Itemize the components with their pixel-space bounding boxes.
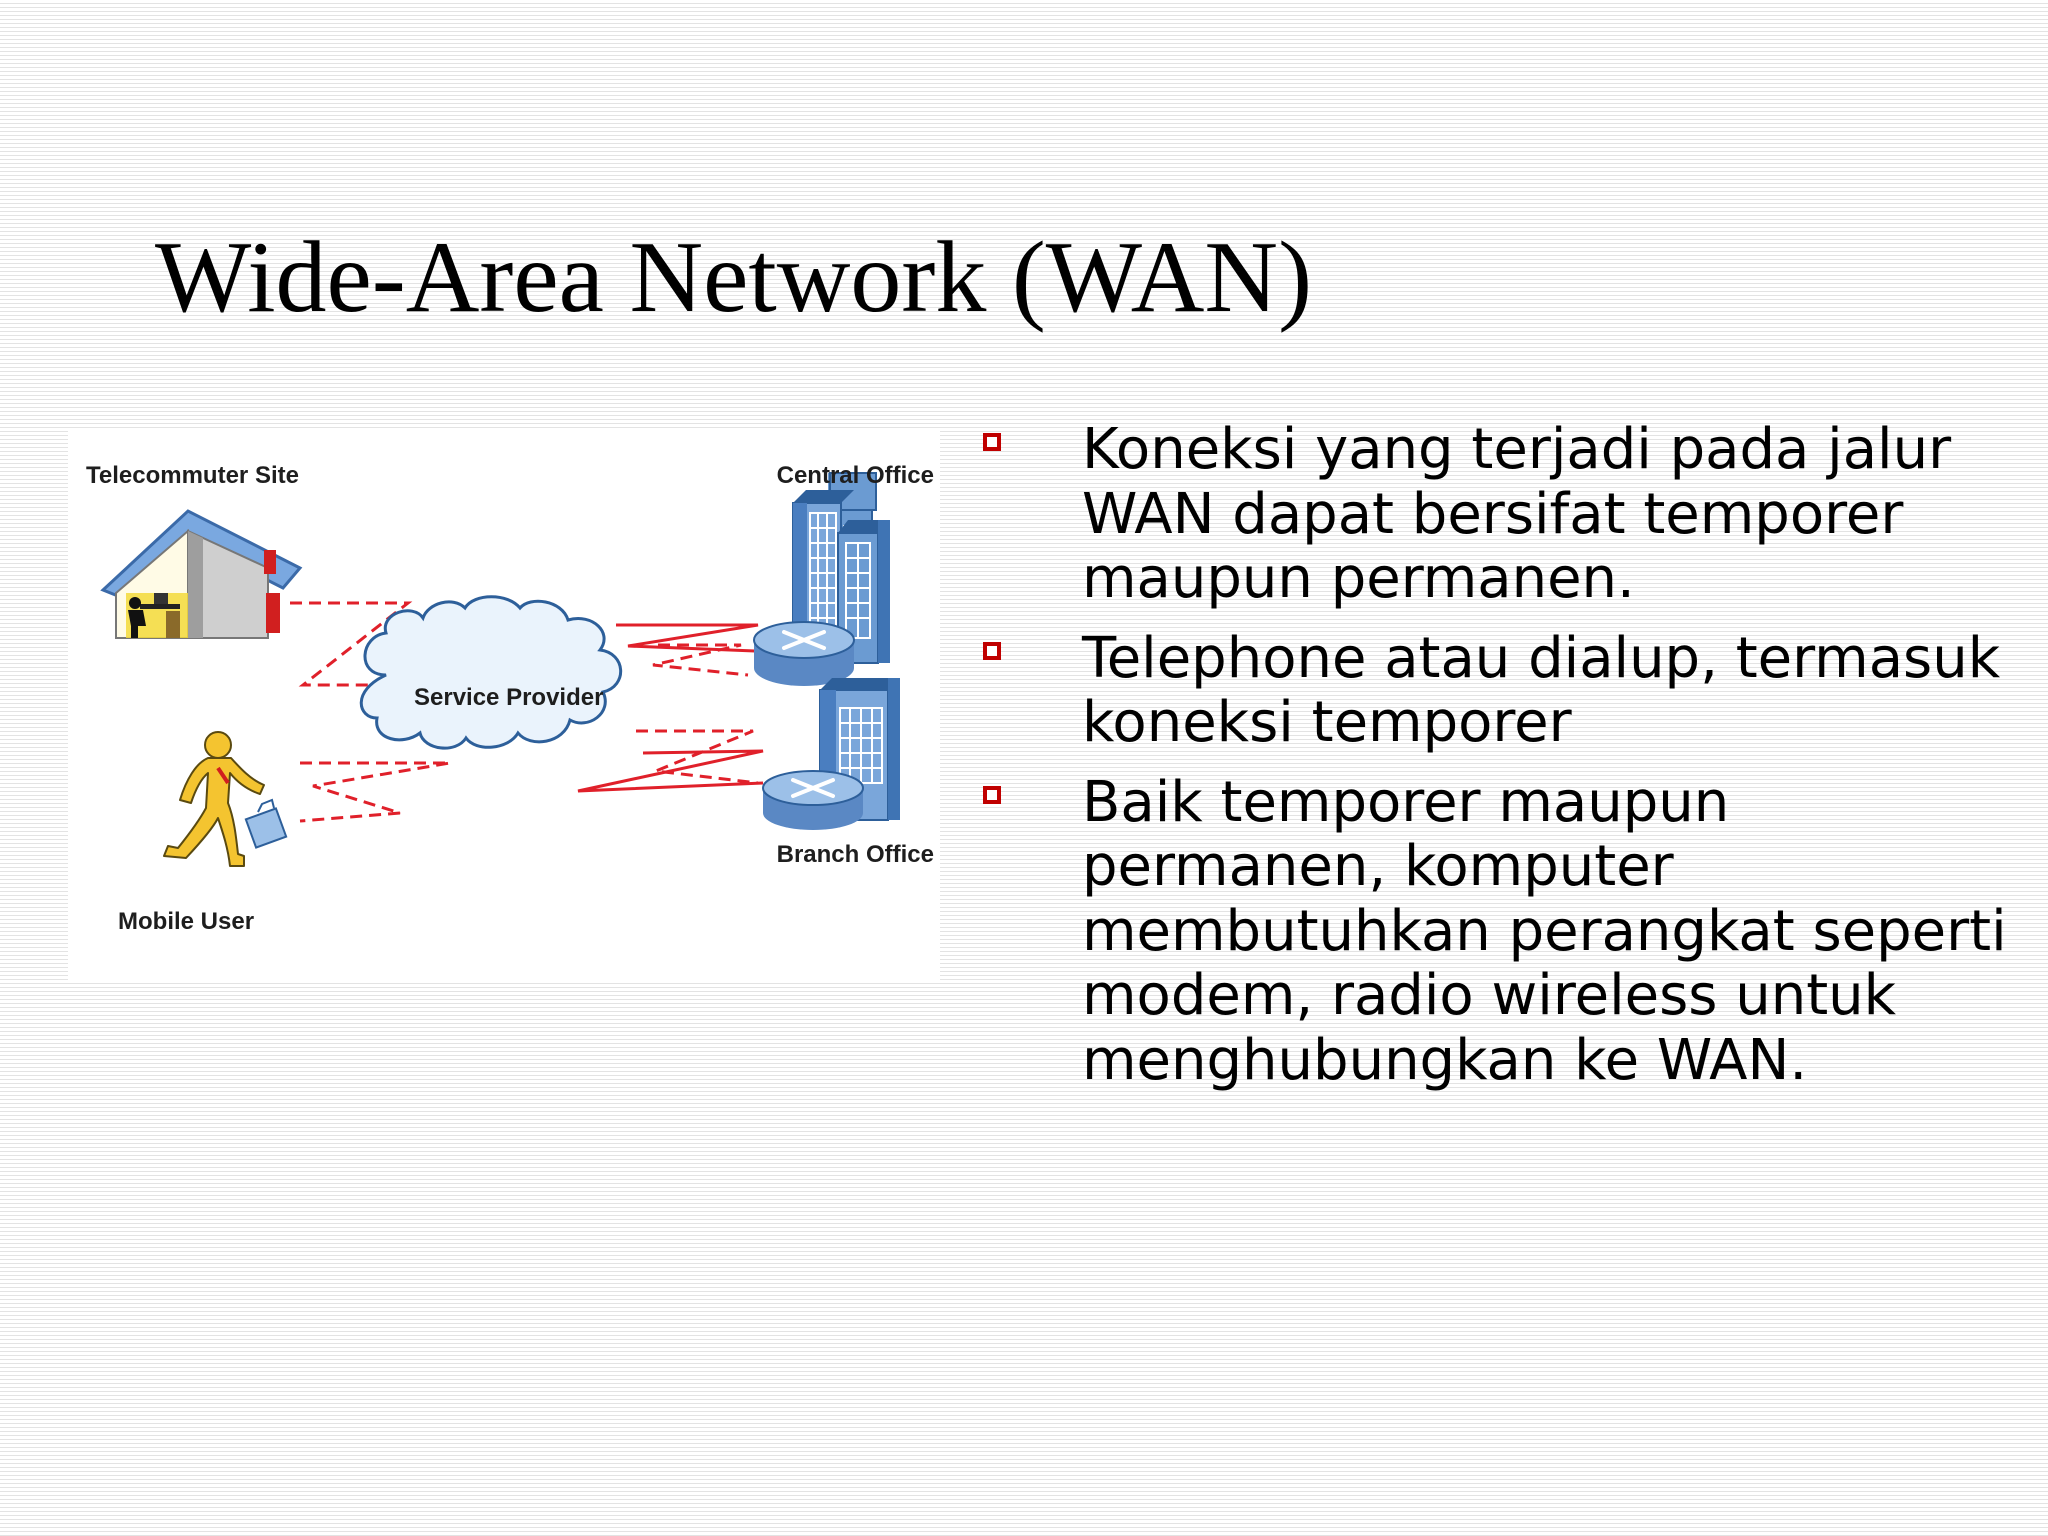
running-person-icon	[163, 731, 265, 867]
central-link	[616, 623, 759, 653]
telecommuter-site-label: Telecommuter Site	[86, 462, 299, 489]
briefcase-icon	[244, 798, 288, 849]
wan-diagram: Telecommuter Site Central Office Service…	[68, 428, 940, 980]
branch-link	[577, 749, 764, 793]
bullet-item: Koneksi yang terjadi pada jalur WAN dapa…	[975, 417, 2035, 612]
bullet-text: Baik temporer maupun permanen, komputer …	[1082, 769, 2007, 1093]
square-bullet-icon	[983, 785, 1001, 804]
wan-solid-links	[577, 623, 764, 793]
tie-icon	[216, 766, 230, 785]
bullet-list: Koneksi yang terjadi pada jalur WAN dapa…	[975, 417, 2035, 1108]
router-icon	[753, 621, 855, 686]
mobile-user-label: Mobile User	[118, 908, 255, 935]
worker-at-desk-icon	[126, 593, 188, 638]
mobile-link	[299, 761, 451, 823]
central-link-dashed	[652, 643, 749, 677]
square-bullet-icon	[983, 433, 1001, 451]
cloud-icon	[359, 595, 623, 750]
central-office-label: Central Office	[776, 462, 934, 489]
slide-title: Wide-Area Network (WAN)	[155, 221, 1313, 334]
bullet-item: Telephone atau dialup, termasuk koneksi …	[975, 625, 2035, 756]
branch-link-dashed	[636, 729, 759, 785]
bullet-item: Baik temporer maupun permanen, komputer …	[975, 769, 2035, 1094]
house-icon	[100, 509, 303, 639]
router-icon	[762, 770, 864, 830]
service-provider-label: Service Provider	[414, 684, 604, 711]
wan-links	[290, 601, 759, 823]
office-building-icon	[837, 520, 890, 664]
bullet-text: Telephone atau dialup, termasuk koneksi …	[1082, 625, 2001, 755]
branch-office-label: Branch Office	[776, 841, 934, 868]
telecommuter-link	[290, 601, 413, 687]
bullet-text: Koneksi yang terjadi pada jalur WAN dapa…	[1082, 417, 1952, 611]
square-bullet-icon	[983, 641, 1001, 660]
